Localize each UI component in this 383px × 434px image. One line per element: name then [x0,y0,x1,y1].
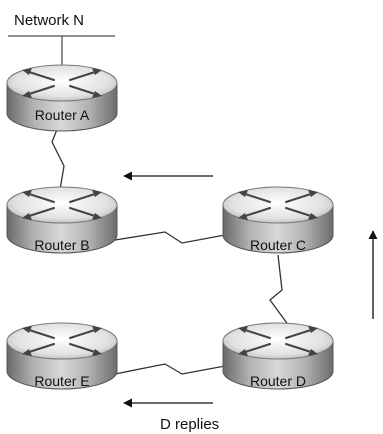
network-label: Network N [14,12,84,29]
router-c: Router C [222,186,334,254]
router-e: Router E [6,322,118,390]
router-label: Router C [250,237,306,253]
router-label: Router A [35,107,90,123]
router-b: Router B [6,186,118,254]
router-label: Router E [34,373,89,389]
serial-link-icon [114,363,226,375]
links [51,121,293,375]
network-segment: Network N [8,12,115,65]
router-a: Router A [6,64,118,132]
serial-link-icon [51,121,65,191]
router-label: Router B [34,237,89,253]
serial-link-icon [114,231,226,244]
serial-link-icon [269,254,293,331]
router-d: Router D [222,322,334,390]
router-label: Router D [250,373,306,389]
caption: D replies [160,416,219,433]
